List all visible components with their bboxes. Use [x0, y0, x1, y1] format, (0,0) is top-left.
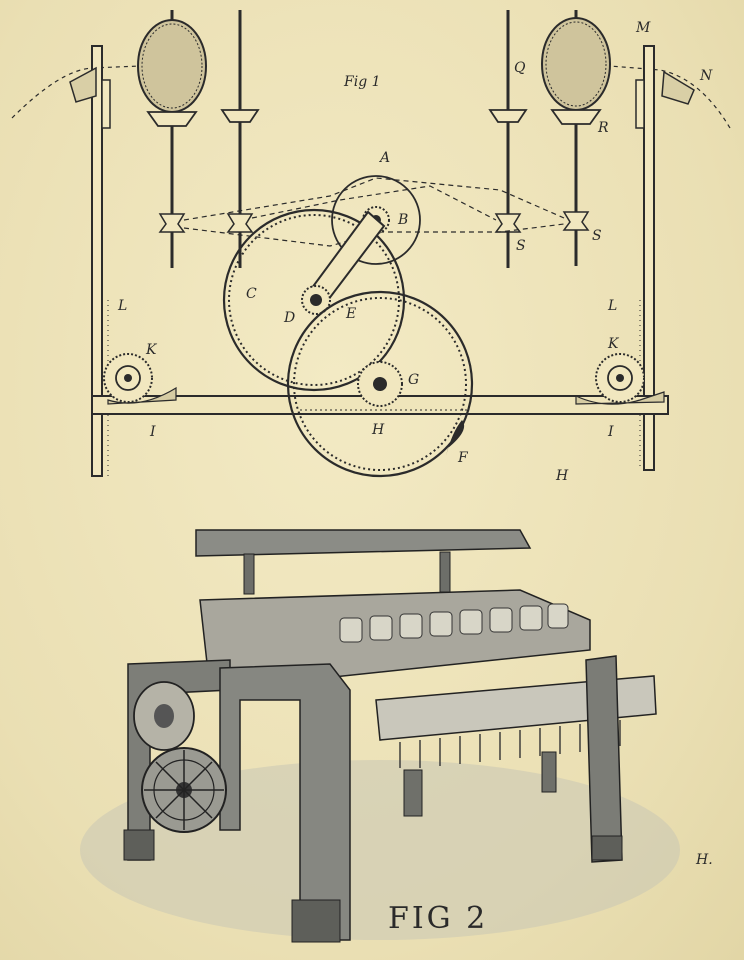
right-leg [585, 655, 623, 863]
gear-c [222, 208, 406, 392]
label-n: N [699, 68, 713, 84]
label-k-left: K [145, 342, 158, 358]
roller-right [575, 353, 665, 405]
roller-left [103, 353, 177, 405]
label-l-right: L [607, 298, 617, 314]
label-h: H [371, 422, 385, 438]
label-s1: S [516, 238, 526, 254]
label-d: D [283, 310, 295, 326]
figure-2-machine: FIG 2 H. [80, 529, 713, 943]
handle-f [446, 420, 465, 456]
label-c: C [246, 286, 257, 302]
label-q: Q [514, 60, 526, 76]
corner-mark: H. [695, 852, 713, 868]
bobbin-right [541, 10, 611, 266]
spindle-right [488, 10, 528, 268]
label-i-right: I [607, 424, 614, 440]
bobbin-row [339, 603, 569, 643]
label-m: M [635, 20, 651, 36]
figure-1-diagram: Fig 1 A B C D E F G H H I I K K L L M N … [11, 10, 731, 484]
label-g: G [408, 372, 419, 388]
label-f: F [457, 450, 469, 466]
label-s2: S [592, 228, 602, 244]
foot-front [291, 899, 341, 943]
left-upright [69, 45, 111, 477]
label-l-left: L [117, 298, 127, 314]
label-i-left: I [149, 424, 156, 440]
label-b: B [397, 212, 408, 228]
drive-wheel [141, 747, 227, 833]
fig2-caption: FIG 2 [388, 901, 488, 936]
label-a: A [378, 150, 390, 166]
spindle-left [220, 10, 260, 268]
front-beam [375, 675, 657, 741]
gear-h [286, 290, 474, 478]
label-r: R [597, 120, 609, 136]
front-frame [219, 663, 351, 941]
label-e: E [345, 306, 356, 322]
label-k-right: K [607, 336, 620, 352]
label-h-corner: H [555, 468, 569, 484]
bobbin-left [137, 10, 207, 268]
gear-a [331, 175, 421, 265]
top-rail [195, 529, 532, 557]
fig1-title: Fig 1 [343, 74, 381, 90]
